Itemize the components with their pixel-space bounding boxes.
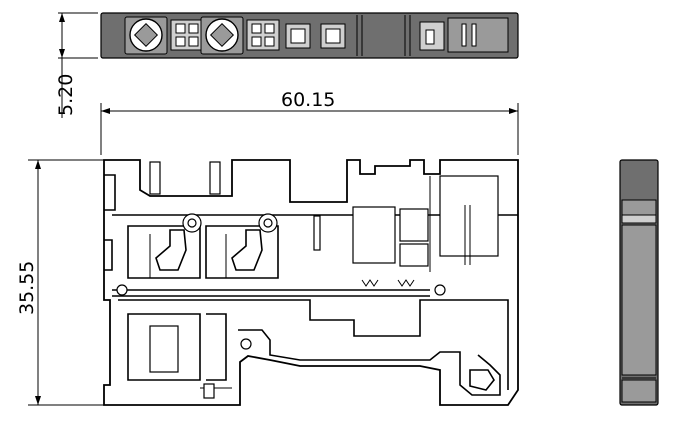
dimension-height-front: 35.55 <box>16 159 104 406</box>
dimension-width: 60.15 <box>100 89 519 155</box>
dim-label-60-15: 60.15 <box>281 89 335 111</box>
side-view <box>619 159 659 406</box>
front-view <box>103 159 519 406</box>
dim-label-5-20: 5.20 <box>55 74 77 116</box>
dimension-height-top: 5.20 <box>55 12 98 118</box>
dim-label-35-55: 35.55 <box>16 261 38 315</box>
top-view <box>100 12 519 59</box>
